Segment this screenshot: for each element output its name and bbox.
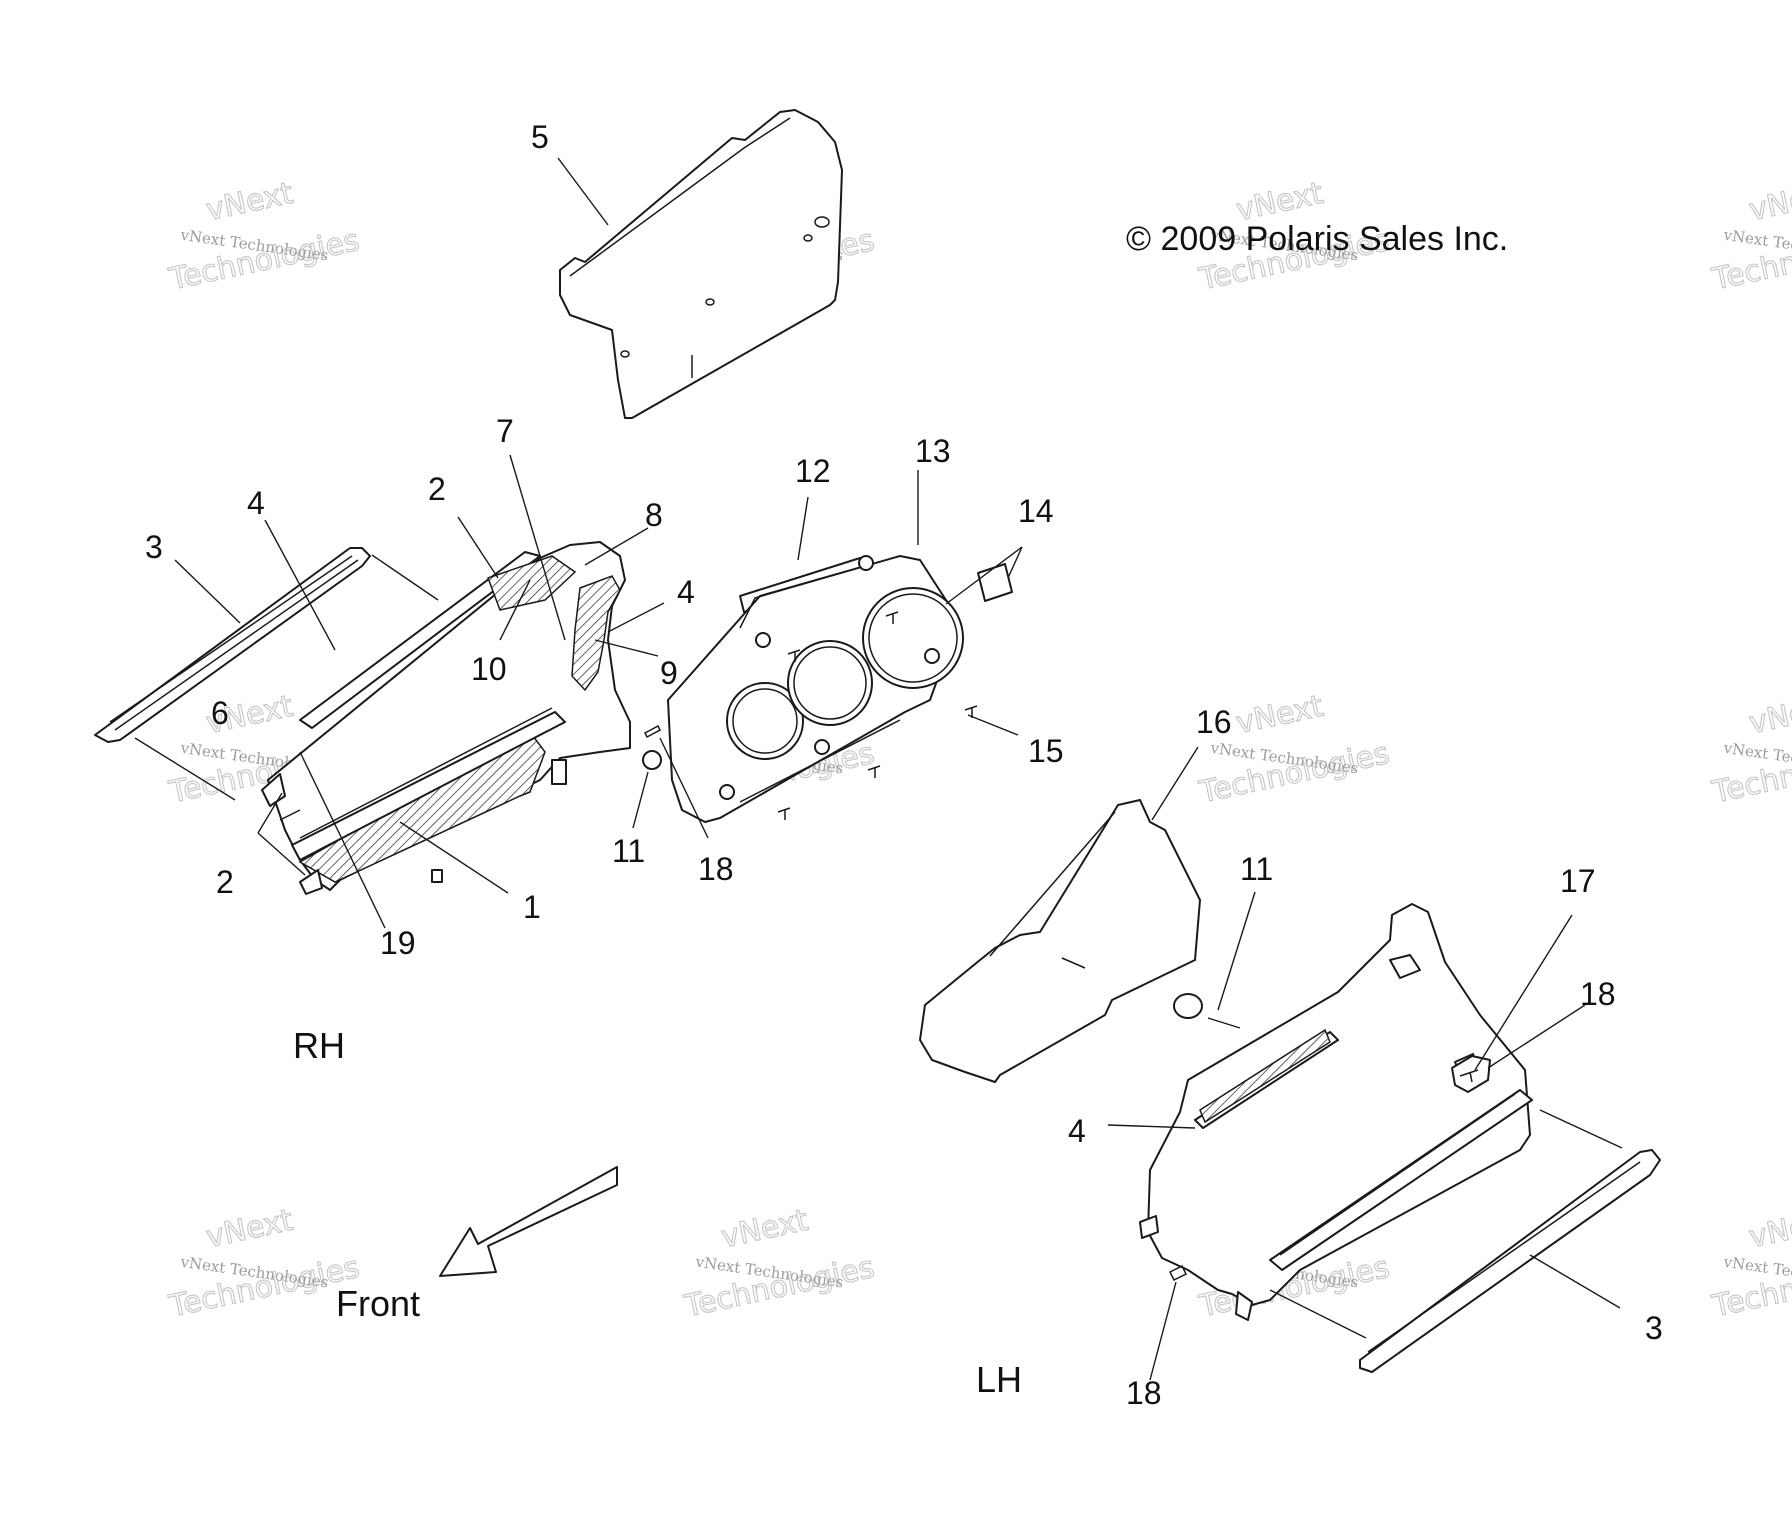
callout-11-rh: 11 <box>612 833 645 869</box>
part-9-side-panel <box>571 575 621 692</box>
watermark: vNext vNext Technologies Technologies <box>1708 175 1792 298</box>
callout-10: 10 <box>471 651 507 687</box>
watermark: vNext vNext Technologies Technologies <box>680 1202 878 1325</box>
label-lh: LH <box>976 1359 1022 1400</box>
svg-text:vNext: vNext <box>1233 689 1326 742</box>
callout-11-lh: 11 <box>1240 851 1273 887</box>
part-3-lh-trim <box>1359 1149 1661 1373</box>
part-17-lh-body <box>1139 903 1533 1321</box>
callout-16: 16 <box>1196 704 1232 740</box>
watermark: vNext vNext Technologies Technologies <box>1708 1202 1792 1325</box>
copyright-notice: © 2009 Polaris Sales Inc. <box>1126 220 1508 258</box>
part-18-lh-clip <box>1451 1055 1491 1093</box>
part-3-rh-trim <box>94 547 371 743</box>
svg-text:vNext: vNext <box>203 176 296 229</box>
callout-7: 7 <box>496 413 514 449</box>
callout-6: 6 <box>211 695 229 731</box>
callout-13: 13 <box>915 433 951 469</box>
callout-12: 12 <box>795 453 831 489</box>
part-14-connector <box>977 563 1013 602</box>
callout-labels: 5 3 4 2 7 8 4 10 9 12 13 14 15 6 2 19 1 … <box>145 119 1663 1411</box>
callout-4-rh-mid: 4 <box>677 574 695 610</box>
callout-15: 15 <box>1028 733 1064 769</box>
part-11-lh-grommet <box>1173 993 1203 1019</box>
callout-3-lh: 3 <box>1645 1310 1663 1346</box>
svg-text:vNext: vNext <box>1746 1203 1792 1256</box>
watermark: vNext vNext Technologies Technologies <box>165 1202 363 1325</box>
callout-2-rh-bottom: 2 <box>216 864 234 900</box>
callout-5: 5 <box>531 119 549 155</box>
callout-8: 8 <box>645 497 663 533</box>
label-rh: RH <box>293 1025 345 1066</box>
watermark: vNext vNext Technologies Technologies <box>1708 688 1792 811</box>
rh-dash-assembly <box>94 541 631 895</box>
svg-text:vNext: vNext <box>1746 689 1792 742</box>
part-11-rh-grommet <box>642 750 662 770</box>
callout-4-rh-top: 4 <box>247 485 265 521</box>
callout-18-lh-bottom: 18 <box>1126 1375 1162 1411</box>
svg-text:vNext: vNext <box>1746 176 1792 229</box>
callout-1: 1 <box>523 889 541 925</box>
callout-14: 14 <box>1018 493 1054 529</box>
part-18-lh-screw <box>1168 1264 1188 1282</box>
front-arrow <box>439 1166 618 1277</box>
svg-text:vNext: vNext <box>718 1203 811 1256</box>
callout-2-rh-top: 2 <box>428 471 446 507</box>
callout-4-lh: 4 <box>1068 1113 1086 1149</box>
label-front: Front <box>336 1283 420 1324</box>
part-13-gauge-bezel <box>667 555 964 823</box>
callout-18-lh-right: 18 <box>1580 976 1616 1012</box>
callout-9: 9 <box>660 655 678 691</box>
callout-17: 17 <box>1560 863 1596 899</box>
svg-text:vNext: vNext <box>203 1203 296 1256</box>
callout-19: 19 <box>380 925 416 961</box>
watermark: vNext vNext Technologies Technologies <box>165 175 363 298</box>
callout-18-rh: 18 <box>698 851 734 887</box>
part-18-rh-screw <box>644 724 661 739</box>
part-5-panel <box>559 109 843 419</box>
callout-3-rh: 3 <box>145 529 163 565</box>
leader-lines <box>134 157 1623 1381</box>
part-16-panel <box>919 799 1201 1083</box>
